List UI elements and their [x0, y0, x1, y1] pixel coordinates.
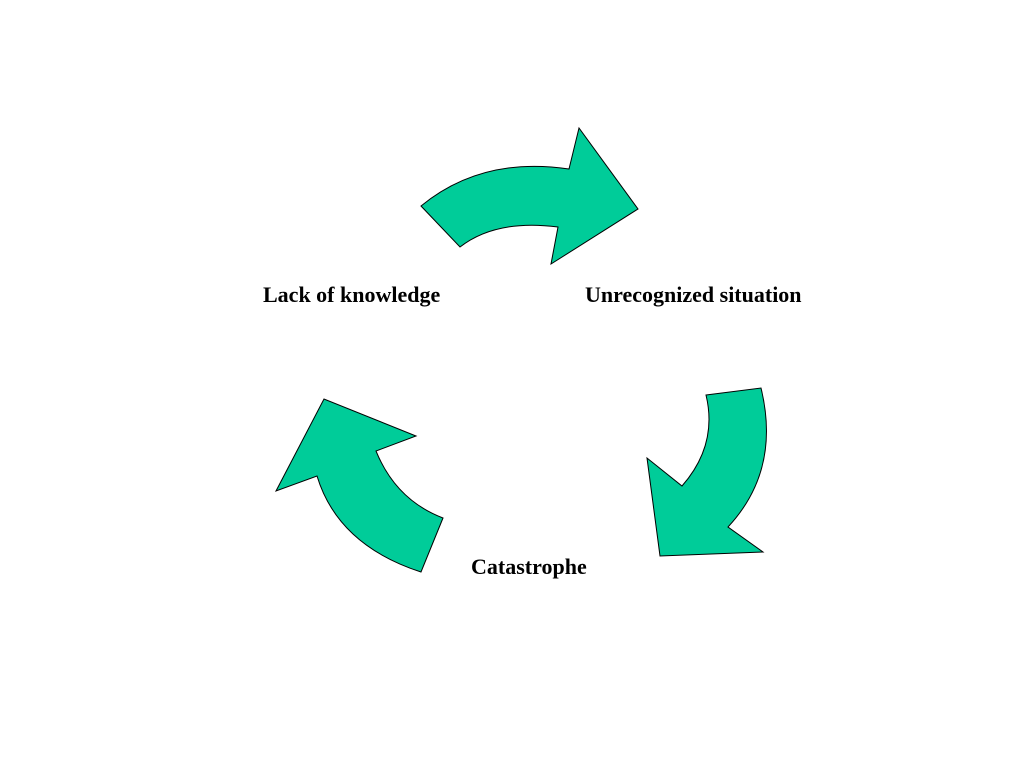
arrow-lack-to-unrecognized [420, 126, 639, 266]
arrow-unrecognized-to-catastrophe [646, 387, 767, 557]
node-label-lack-of-knowledge: Lack of knowledge [263, 282, 441, 307]
node-label-unrecognized-situation: Unrecognized situation [585, 282, 802, 307]
arrow-catastrophe-to-lack [274, 398, 444, 573]
node-label-catastrophe: Catastrophe [471, 554, 587, 579]
